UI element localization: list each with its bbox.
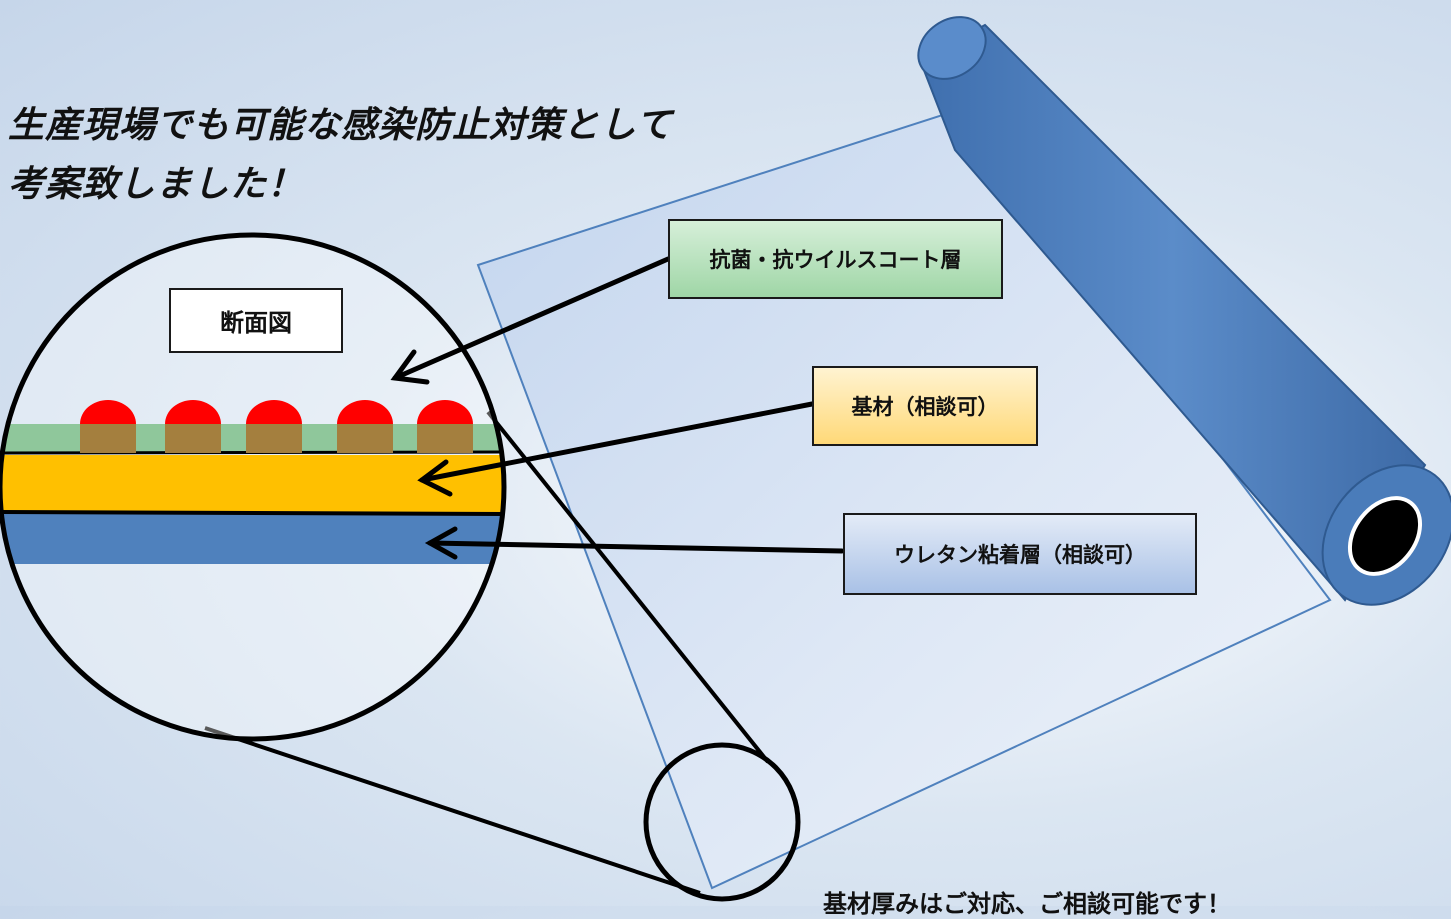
callout-base-material: 基材（相談可）	[812, 366, 1038, 446]
particle-3	[246, 400, 302, 453]
headline-line-1: 生産現場でも可能な感染防止対策として	[8, 105, 673, 146]
magnifier-connector-top	[486, 410, 770, 764]
film-sheet	[476, 108, 1332, 890]
callout-adhesive-layer-text: ウレタン粘着層（相談可）	[894, 543, 1146, 567]
particle-5	[417, 400, 473, 453]
base-layer	[0, 455, 504, 512]
cross-section-magnifier	[0, 232, 507, 742]
callout-coat-layer: 抗菌・抗ウイルスコート層	[668, 219, 1003, 299]
arrow-coat-layer	[390, 256, 671, 385]
callout-coat-layer-text: 抗菌・抗ウイルスコート層	[709, 248, 962, 272]
arrow-base-layer	[417, 401, 815, 497]
adhesive-layer	[0, 514, 504, 564]
cross-section-label-text: 断面図	[220, 309, 292, 337]
particle-1	[80, 400, 136, 453]
callout-base-material-text: 基材（相談可）	[851, 395, 999, 419]
callout-adhesive-layer: ウレタン粘着層（相談可）	[843, 513, 1197, 595]
cross-section-label: 断面図	[169, 288, 343, 353]
headline-line-2: 考案致しました！	[8, 164, 305, 205]
roll-core-hole	[1347, 496, 1423, 576]
focus-circle	[643, 742, 801, 902]
footnote: 基材厚みはご対応、ご相談可能です！	[823, 890, 1231, 918]
magnifier-connector-bottom	[204, 726, 701, 895]
film-roll	[917, 16, 1451, 606]
particle-4	[337, 400, 393, 453]
particle-2	[165, 400, 221, 453]
arrow-adhesive-layer	[424, 526, 845, 560]
